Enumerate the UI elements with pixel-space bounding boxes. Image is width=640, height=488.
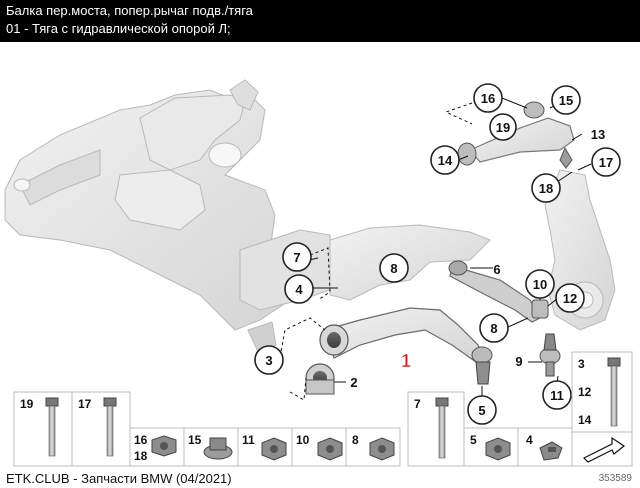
svg-text:2: 2: [350, 375, 357, 390]
svg-text:7: 7: [293, 250, 300, 265]
title-bar: Балка пер.моста, попер.рычаг подв./тяга …: [0, 0, 640, 42]
svg-text:18: 18: [134, 449, 148, 463]
callout-8-top[interactable]: 8: [379, 253, 409, 283]
hardware-10-nut[interactable]: 10: [291, 427, 347, 467]
svg-text:4: 4: [295, 282, 303, 297]
callout-11[interactable]: 11: [542, 380, 572, 410]
hardware-3-12-14-bolt[interactable]: 3 12 14: [571, 351, 633, 433]
svg-text:12: 12: [578, 385, 592, 399]
callout-9[interactable]: 9: [515, 354, 522, 369]
hardware-7-bolt[interactable]: 7: [407, 391, 465, 467]
hydro-bushing: [305, 363, 335, 395]
callout-15[interactable]: 15: [551, 85, 581, 115]
svg-text:5: 5: [470, 433, 477, 447]
callout-2[interactable]: 2: [350, 375, 357, 390]
callout-3[interactable]: 3: [254, 345, 284, 375]
svg-text:15: 15: [559, 93, 573, 108]
callout-4[interactable]: 4: [284, 274, 314, 304]
svg-text:15: 15: [188, 433, 202, 447]
parts-diagram: 16 15 19 13 14 17 18 7 8 4 6 10: [4, 79, 633, 467]
ball-joint: [539, 333, 561, 377]
svg-text:11: 11: [550, 388, 564, 403]
svg-text:16: 16: [134, 433, 148, 447]
svg-text:5: 5: [478, 403, 485, 418]
lower-control-arm[interactable]: [319, 307, 493, 385]
svg-text:8: 8: [352, 433, 359, 447]
svg-text:4: 4: [526, 433, 533, 447]
svg-text:10: 10: [533, 277, 547, 292]
hardware-19-bolt[interactable]: 19: [13, 391, 73, 467]
svg-text:18: 18: [539, 181, 553, 196]
next-page-arrow-icon[interactable]: [571, 431, 633, 467]
svg-text:7: 7: [414, 397, 421, 411]
svg-text:16: 16: [481, 91, 495, 106]
footer-bar: ETK.CLUB - Запчасти BMW (04/2021) 353589: [0, 468, 640, 488]
svg-text:1: 1: [401, 351, 411, 371]
svg-text:8: 8: [390, 261, 397, 276]
page-title: Балка пер.моста, попер.рычаг подв./тяга: [6, 3, 253, 18]
callout-12[interactable]: 12: [555, 283, 585, 313]
diagram-id: 353589: [598, 473, 632, 484]
callout-17[interactable]: 17: [591, 147, 621, 177]
hardware-15-washer[interactable]: 15: [183, 427, 239, 467]
svg-text:3: 3: [578, 357, 585, 371]
svg-text:17: 17: [599, 155, 613, 170]
svg-text:6: 6: [493, 262, 500, 277]
front-subframe: [4, 79, 331, 353]
svg-text:9: 9: [515, 354, 522, 369]
hardware-8-nut[interactable]: 8: [345, 427, 401, 467]
svg-text:14: 14: [438, 153, 453, 168]
callout-19[interactable]: 19: [489, 113, 517, 141]
svg-text:13: 13: [591, 127, 605, 142]
svg-text:12: 12: [563, 291, 577, 306]
callout-13[interactable]: 13: [591, 127, 605, 142]
upper-control-arm: [457, 101, 575, 169]
callout-10[interactable]: 10: [525, 269, 555, 299]
selected-part-caption: 01 - Тяга с гидравлической опорой Л;: [6, 21, 231, 36]
callout-5[interactable]: 5: [467, 395, 497, 425]
hardware-17-bolt[interactable]: 17: [71, 391, 131, 467]
tension-strut: [448, 260, 549, 323]
hardware-4-clip[interactable]: 4: [517, 427, 573, 467]
callout-18[interactable]: 18: [531, 173, 561, 203]
svg-text:3: 3: [265, 353, 272, 368]
svg-text:11: 11: [242, 433, 255, 447]
svg-text:14: 14: [578, 413, 592, 427]
callout-8-bottom[interactable]: 8: [479, 313, 509, 343]
svg-text:10: 10: [296, 433, 310, 447]
callout-14[interactable]: 14: [430, 145, 460, 175]
callout-1-selected[interactable]: 1: [401, 351, 412, 372]
svg-text:19: 19: [496, 120, 510, 135]
hardware-11-nut[interactable]: 11: [237, 427, 293, 467]
svg-text:19: 19: [20, 397, 34, 411]
callout-16[interactable]: 16: [473, 83, 503, 113]
callout-6[interactable]: 6: [493, 262, 500, 277]
svg-text:8: 8: [490, 321, 497, 336]
svg-text:17: 17: [78, 397, 92, 411]
hardware-panel: 19 17 16 18 15 11: [13, 351, 633, 467]
callout-7[interactable]: 7: [282, 242, 312, 272]
footer-credit: ETK.CLUB - Запчасти BMW (04/2021): [6, 471, 232, 486]
hardware-16-18-nut[interactable]: 16 18: [129, 427, 185, 467]
hardware-5-nut[interactable]: 5: [463, 427, 519, 467]
subframe-side-bracket: [329, 224, 491, 301]
